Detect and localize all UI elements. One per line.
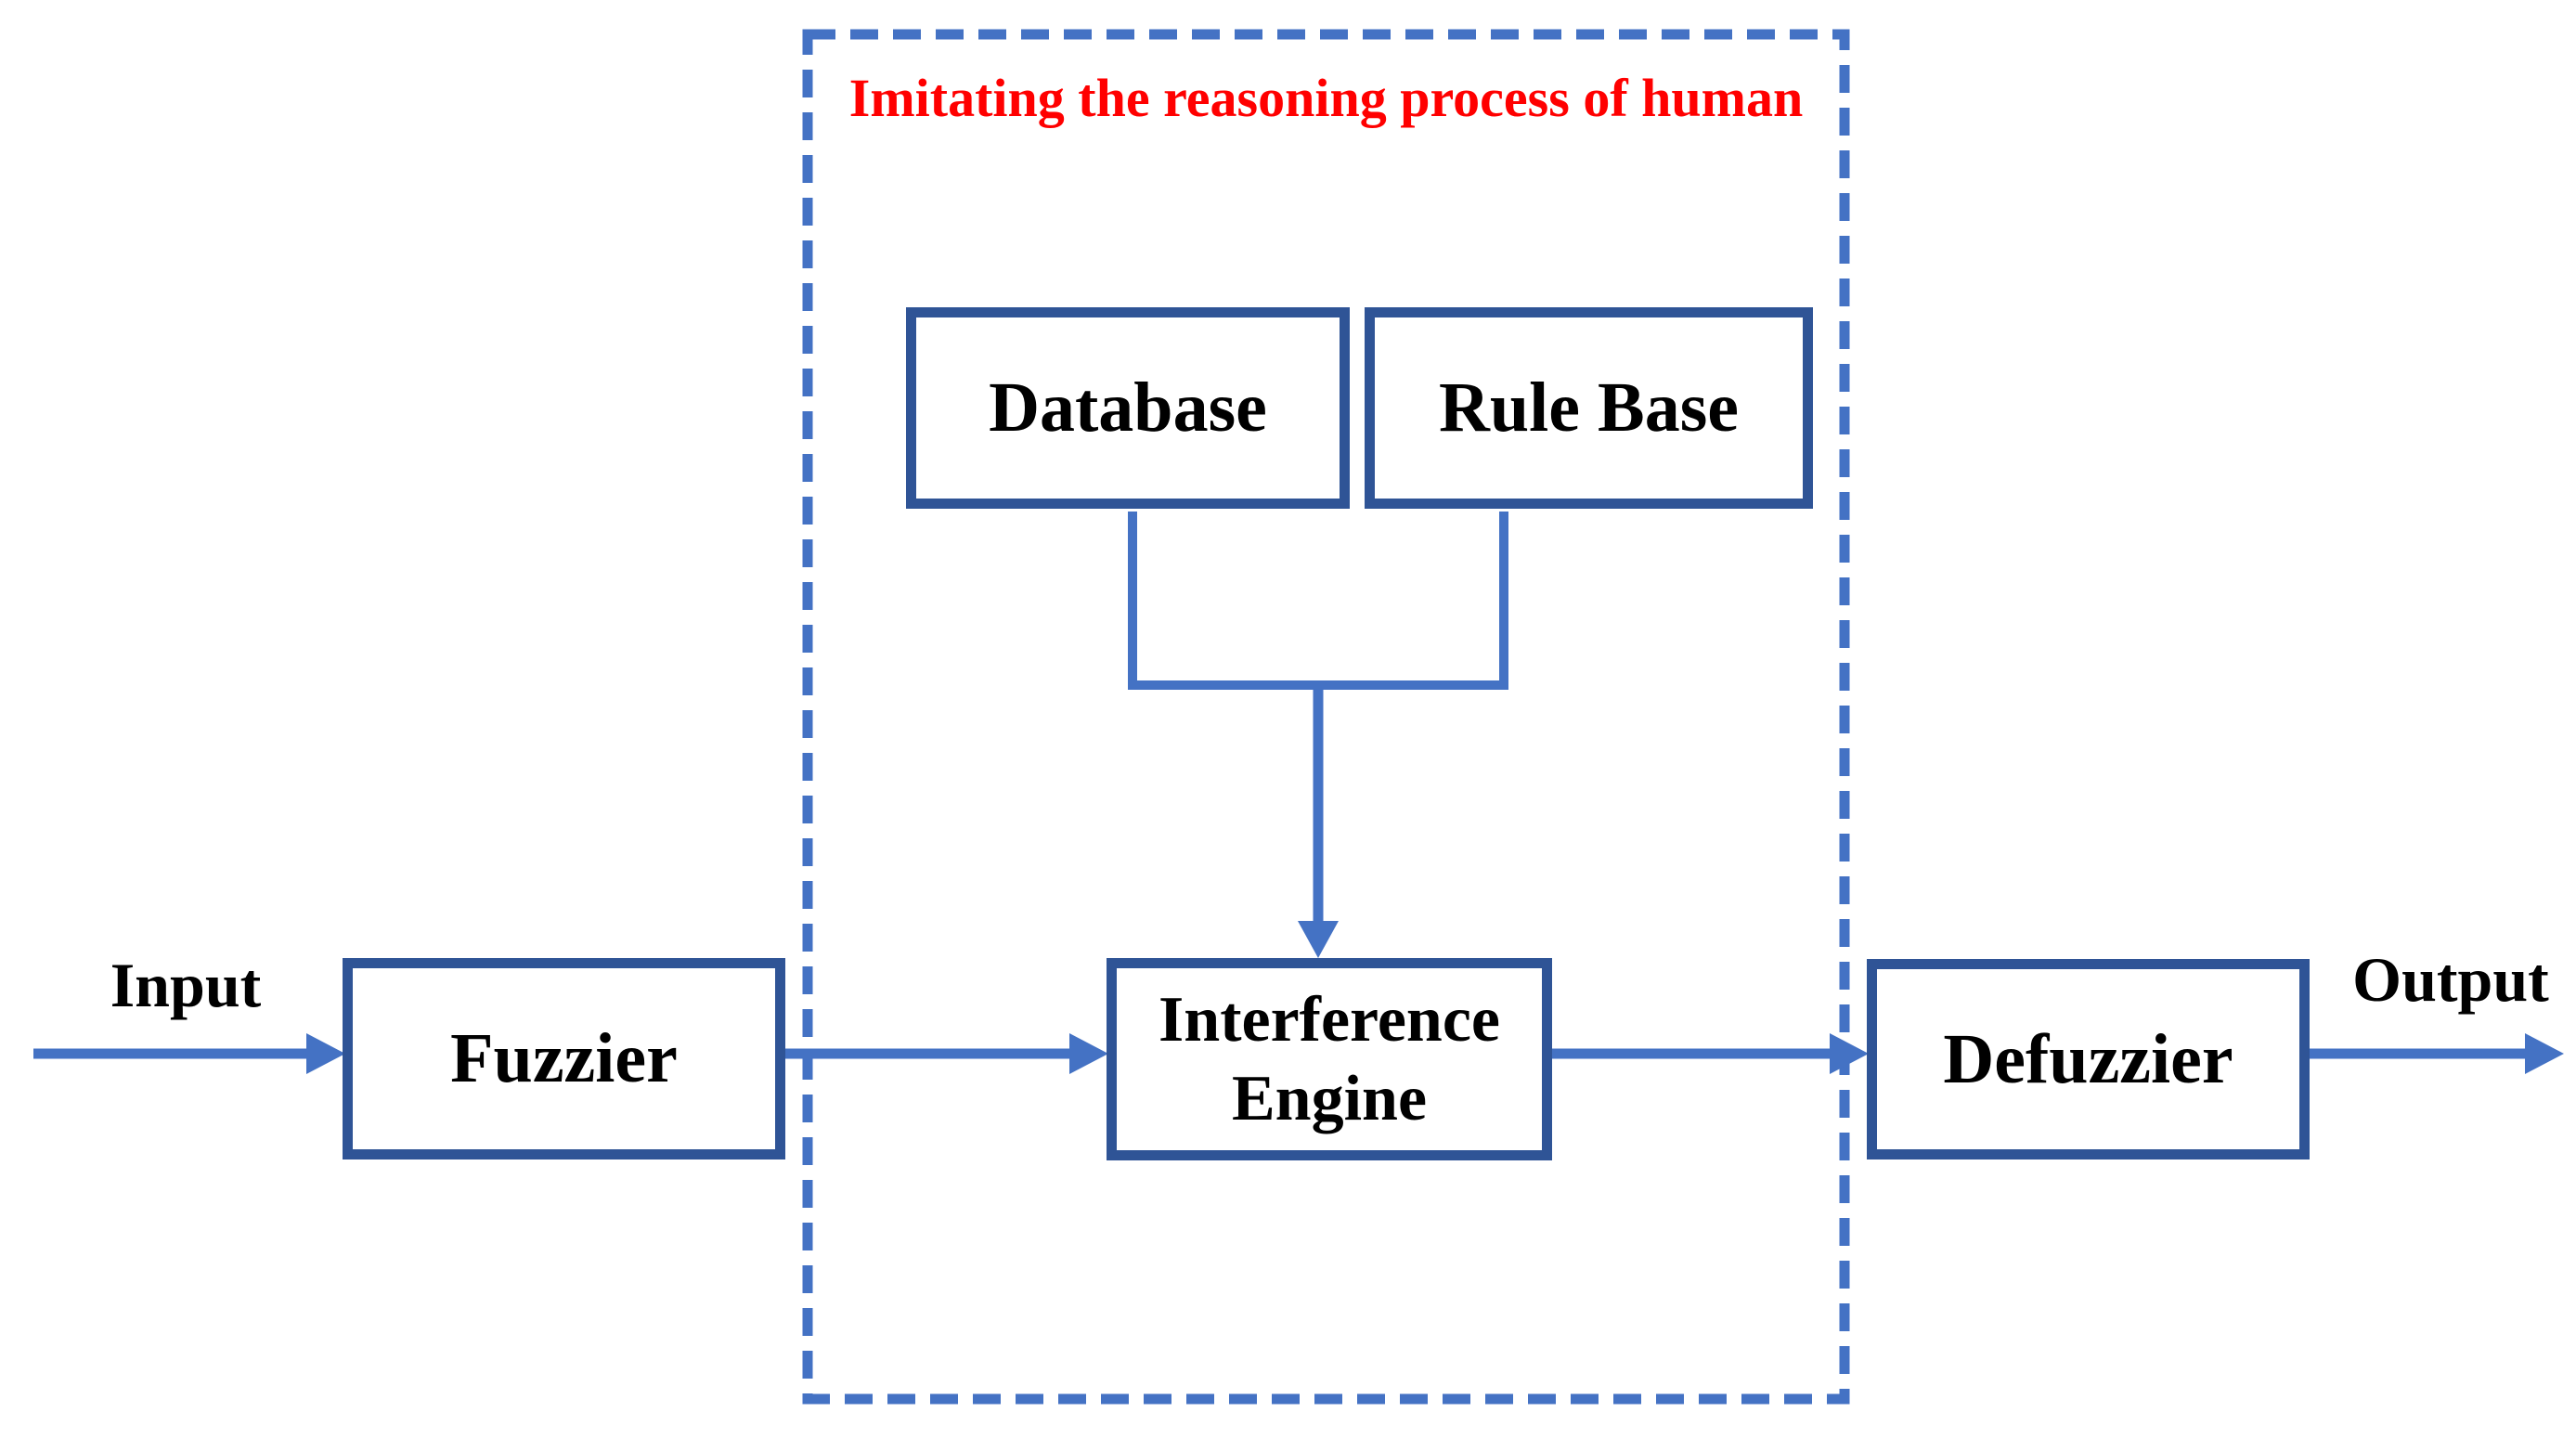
- knowledge-join-connector: [1128, 512, 1508, 690]
- input-arrowhead: [306, 1033, 345, 1074]
- knowledge-to-engine-arrowhead: [1298, 921, 1339, 958]
- output-arrowhead: [2525, 1033, 2564, 1074]
- node-database: Database: [906, 307, 1350, 509]
- input-label: Input: [110, 950, 262, 1020]
- node-rule-base: Rule Base: [1365, 307, 1813, 509]
- output-label: Output: [2352, 944, 2549, 1015]
- engine-to-defuzzier-arrowhead: [1830, 1033, 1869, 1074]
- fuzzier-to-engine-arrowhead: [1069, 1033, 1108, 1074]
- reasoning-boundary-dashed-frame: [802, 29, 1850, 1405]
- node-defuzzier: Defuzzier: [1867, 959, 2310, 1159]
- node-fuzzier: Fuzzier: [343, 958, 785, 1159]
- frame-title: Imitating the reasoning process of human: [848, 68, 1804, 128]
- node-interference-engine: Interference Engine: [1107, 958, 1552, 1160]
